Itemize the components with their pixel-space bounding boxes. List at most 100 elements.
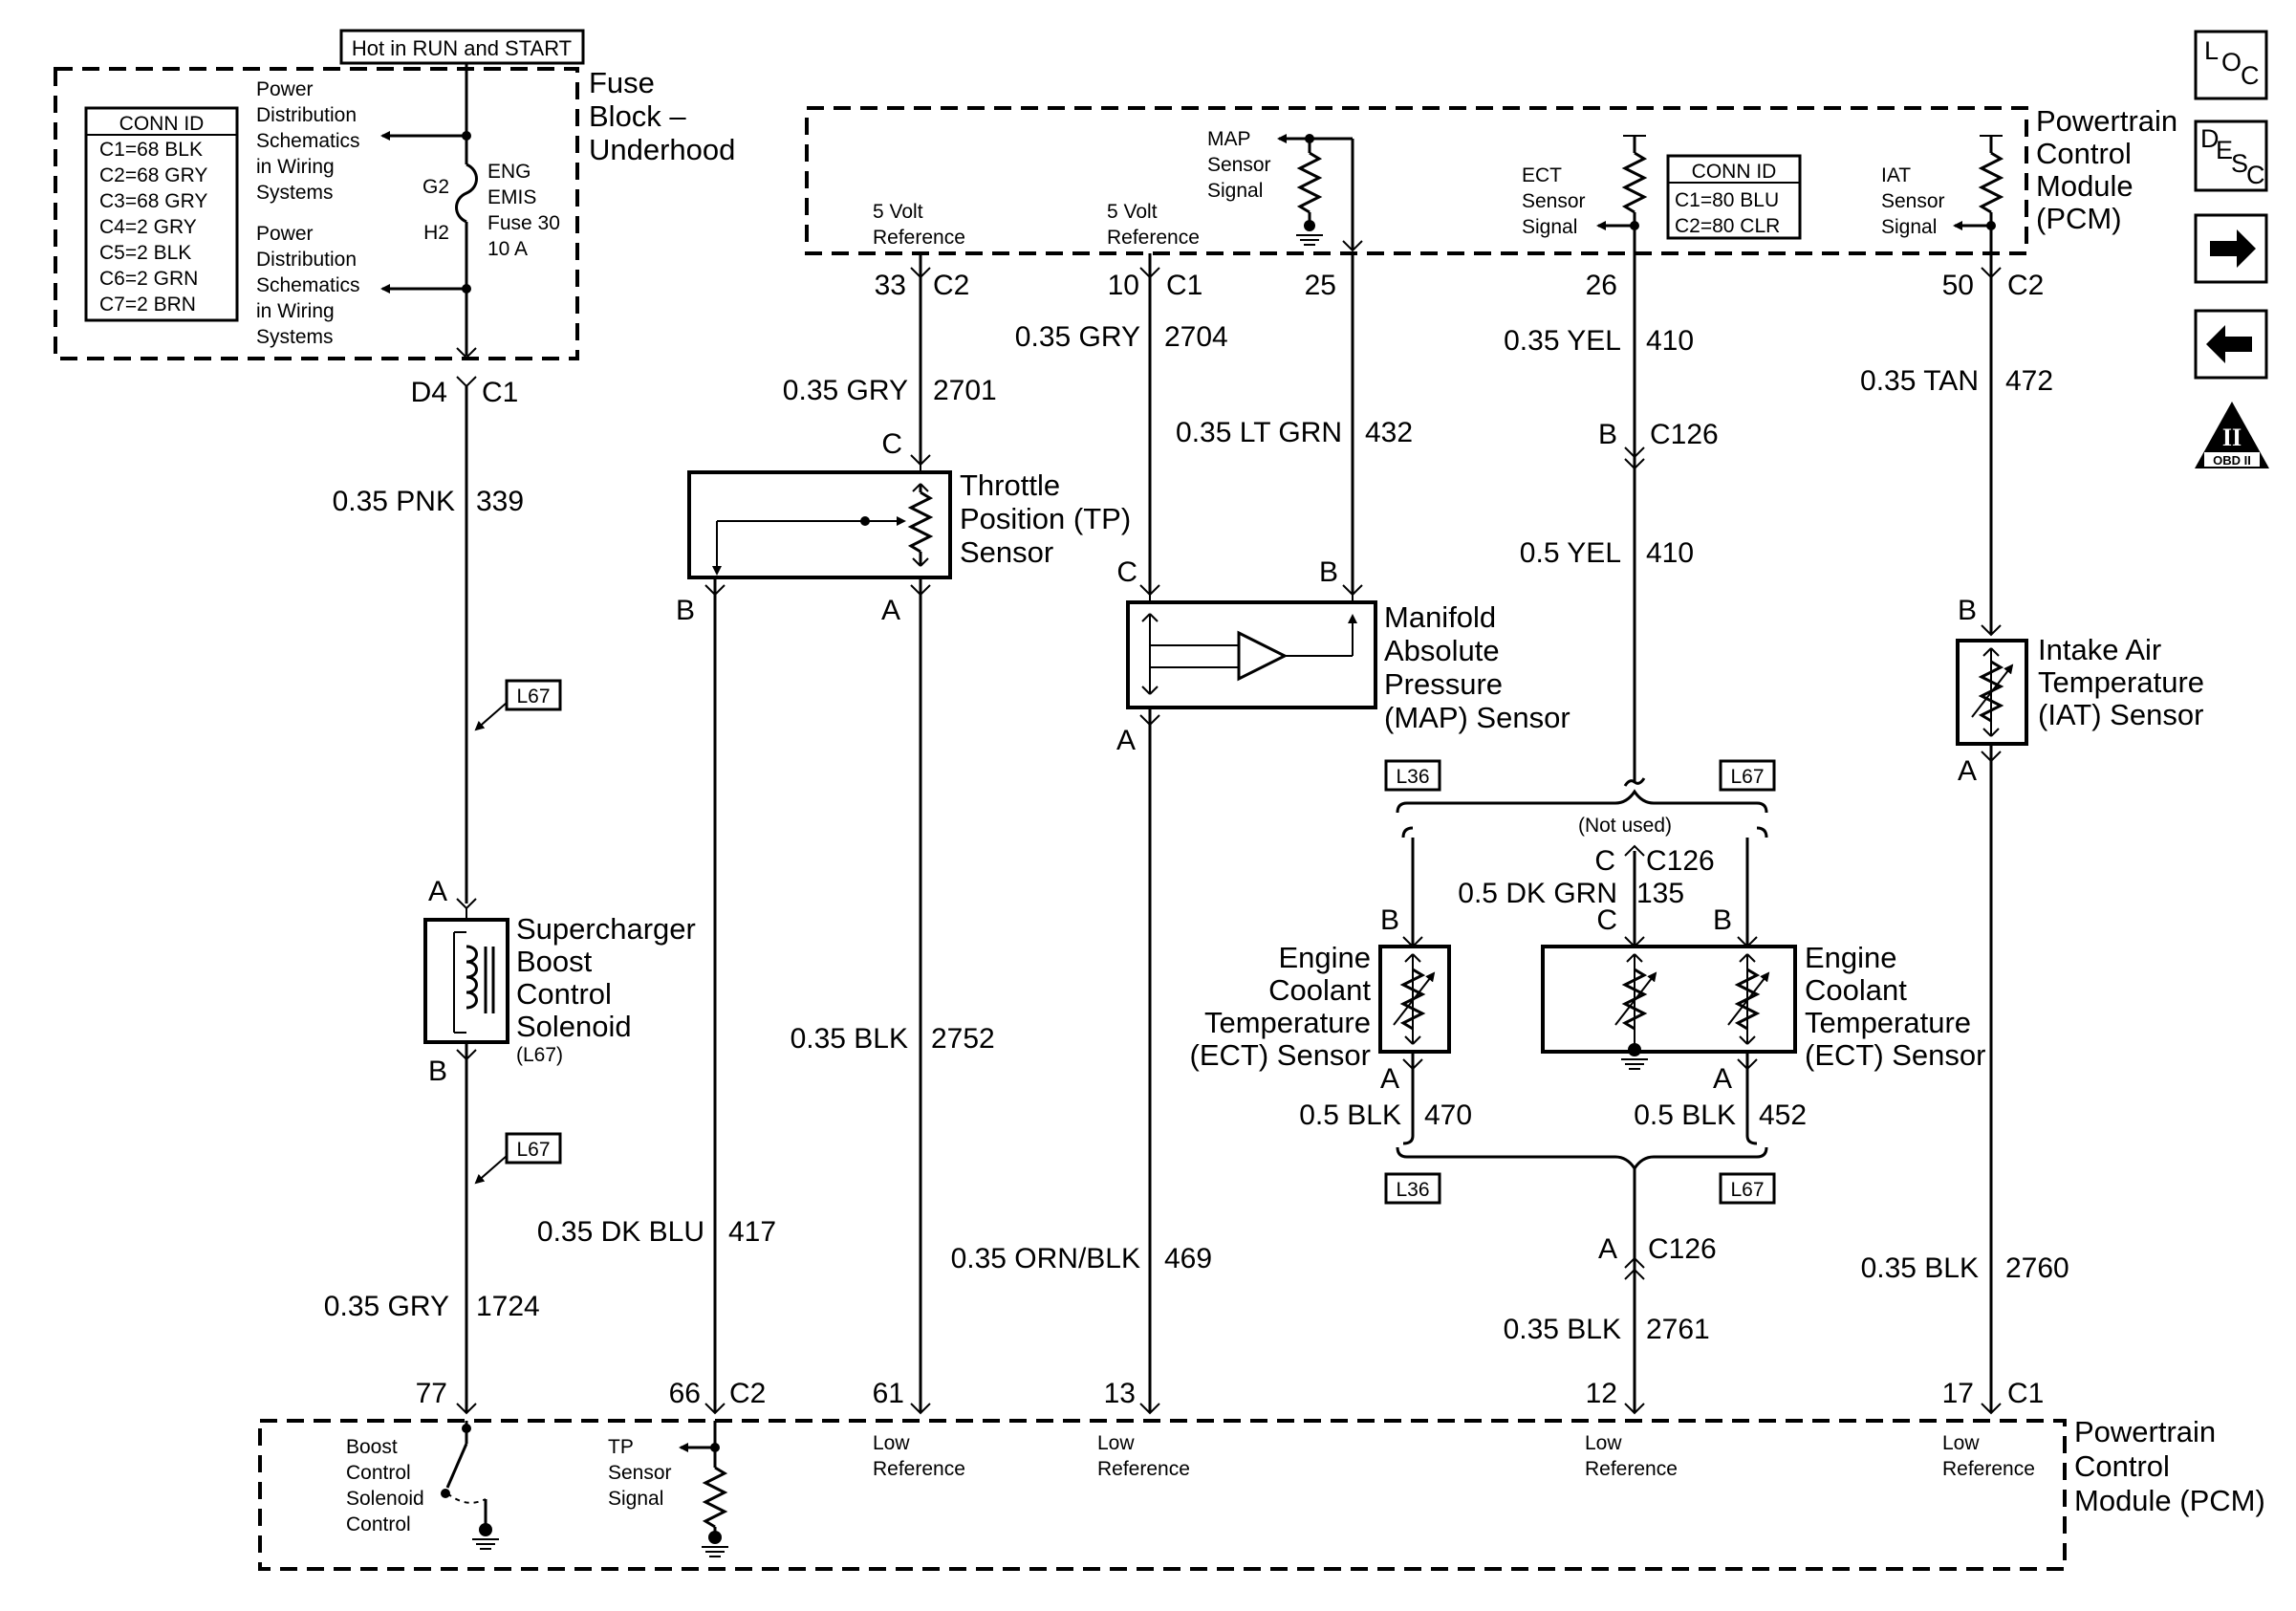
fuse-conn-id-table	[84, 106, 239, 322]
svg-text:ENG: ENG	[487, 161, 531, 183]
loc-icon-l: L	[2204, 36, 2219, 65]
svg-text:Sensor: Sensor	[1881, 190, 1945, 212]
wire-135-circuit: 135	[1636, 878, 1684, 909]
hot-label: Hot in RUN and START	[352, 36, 572, 60]
solenoid-label: Supercharger Boost Control Solenoid (L67…	[516, 912, 696, 1066]
svg-text:Boost: Boost	[516, 945, 593, 978]
wire-2761-circuit: 2761	[1646, 1314, 1710, 1345]
wire-1724-color: 0.35 GRY	[324, 1291, 449, 1322]
wire-410a-color: 0.35 YEL	[1504, 325, 1621, 357]
wire-472-color: 0.35 TAN	[1860, 365, 1979, 397]
svg-text:TP: TP	[608, 1436, 634, 1458]
option-l67-label-top: L67	[1730, 766, 1764, 788]
ect-right-pin-c: C	[1596, 904, 1617, 936]
desc-icon-e: E	[2216, 136, 2233, 164]
tp-pin-c: C	[881, 428, 902, 460]
ect-sensor-right	[1541, 945, 1797, 1054]
previous-page-button[interactable]	[2194, 309, 2268, 380]
svg-text:Control: Control	[516, 977, 612, 1011]
c126-pin-a: A	[1598, 1233, 1617, 1265]
svg-text:Fuse 30: Fuse 30	[487, 212, 560, 234]
pcm-pin-66: 66	[669, 1378, 701, 1409]
map-pin-b: B	[1319, 556, 1338, 588]
ect-right-pin-b: B	[1713, 904, 1732, 936]
pcm-pin-10: 10	[1108, 270, 1139, 301]
c126-pin-b: B	[1598, 419, 1617, 450]
svg-text:EMIS: EMIS	[487, 186, 536, 208]
svg-text:(L67): (L67)	[516, 1044, 563, 1066]
svg-text:Reference: Reference	[1585, 1458, 1678, 1480]
svg-text:Fuse: Fuse	[589, 66, 655, 99]
pcm-pin-12: 12	[1586, 1378, 1617, 1409]
wire-410a-circuit: 410	[1646, 325, 1694, 357]
option-l36-label-bottom: L36	[1396, 1179, 1429, 1201]
obd-ii-label: OBD II	[2213, 453, 2251, 468]
eng-emis-fuse	[455, 163, 478, 224]
option-bracket-bottom	[1396, 1146, 1768, 1171]
svg-text:Solenoid: Solenoid	[516, 1010, 632, 1043]
svg-text:Control: Control	[346, 1513, 411, 1535]
svg-text:Low: Low	[1585, 1432, 1622, 1454]
svg-text:Control: Control	[346, 1462, 411, 1484]
c126-name-b: C126	[1650, 419, 1719, 450]
option-bracket-top	[1396, 789, 1768, 814]
wire-452-circuit: 452	[1759, 1099, 1807, 1131]
fuse-label: ENG EMIS Fuse 30 10 A	[487, 161, 560, 260]
pcm-conn-id-table	[1666, 154, 1802, 240]
wire-2761-color: 0.35 BLK	[1504, 1314, 1621, 1345]
svg-text:Module: Module	[2036, 169, 2134, 203]
pcm-conn-c2-left: C2	[933, 270, 969, 301]
obd-ii-button[interactable]: II OBD II	[2195, 402, 2269, 468]
wire-470-color: 0.5 BLK	[1299, 1099, 1401, 1131]
pcm-bottom-outline	[258, 1419, 2067, 1571]
svg-text:Systems: Systems	[256, 182, 334, 204]
svg-text:Sensor: Sensor	[960, 535, 1053, 569]
svg-text:Reference: Reference	[1097, 1458, 1190, 1480]
wire-135-color: 0.5 DK GRN	[1458, 878, 1617, 909]
pcm-ect-signal: ECT Sensor Signal	[1522, 164, 1586, 238]
wire-469-color: 0.35 ORN/BLK	[951, 1243, 1140, 1274]
pcm-pin-77: 77	[416, 1378, 447, 1409]
svg-text:Boost: Boost	[346, 1436, 398, 1458]
svg-text:Position (TP): Position (TP)	[960, 502, 1131, 535]
fuse-block-outline	[54, 67, 579, 360]
next-page-button[interactable]	[2194, 213, 2268, 284]
pcm-5v-ref-1: 5 Volt Reference	[873, 201, 965, 249]
svg-text:Systems: Systems	[256, 326, 334, 348]
wire-417-circuit: 417	[728, 1216, 776, 1248]
wire-410b-color: 0.5 YEL	[1520, 537, 1621, 569]
svg-text:Low: Low	[1942, 1432, 1980, 1454]
fuse-conn-id-rows: C1=68 BLK C2=68 GRY C3=68 GRY C4=2 GRY C…	[99, 139, 207, 316]
loc-icon-c: C	[2241, 61, 2260, 90]
svg-text:(ECT) Sensor: (ECT) Sensor	[1190, 1038, 1371, 1072]
wire-2701-circuit: 2701	[933, 375, 997, 406]
svg-text:Temperature: Temperature	[1805, 1006, 1971, 1039]
arrow-right-icon	[2210, 229, 2256, 268]
tp-pin-b: B	[676, 595, 695, 626]
loc-button[interactable]: L O C	[2194, 30, 2268, 100]
svg-text:Signal: Signal	[1522, 216, 1577, 238]
loc-icon-o: O	[2221, 48, 2242, 76]
desc-button[interactable]: D E S C	[2194, 120, 2268, 192]
map-pin-a: A	[1116, 725, 1136, 756]
pcm-conn-c2-bottom: C2	[729, 1378, 766, 1409]
map-sensor-label: Manifold Absolute Pressure (MAP) Sensor	[1384, 600, 1570, 734]
wire-2760-color: 0.35 BLK	[1861, 1252, 1979, 1284]
svg-text:Sensor: Sensor	[1522, 190, 1586, 212]
svg-text:Signal: Signal	[1207, 180, 1263, 202]
fuse-block-title: Fuse Block – Underhood	[589, 66, 735, 166]
pcm-low-ref-13: Low Reference	[1097, 1432, 1190, 1480]
svg-text:Solenoid: Solenoid	[346, 1488, 424, 1510]
option-l36-label-top: L36	[1396, 766, 1429, 788]
svg-text:(ECT) Sensor: (ECT) Sensor	[1805, 1038, 1985, 1072]
wire-2752-color: 0.35 BLK	[791, 1023, 908, 1055]
wire-410b-circuit: 410	[1646, 537, 1694, 569]
arrow-left-icon	[2206, 325, 2252, 363]
option-l67-label-bottom: L67	[1730, 1179, 1764, 1201]
svg-text:Temperature: Temperature	[2038, 665, 2204, 699]
solenoid-pin-a: A	[428, 876, 447, 907]
pcm-map-signal: MAP Sensor Signal	[1207, 128, 1271, 202]
svg-text:C6=2 GRN: C6=2 GRN	[99, 268, 198, 290]
svg-text:Power: Power	[256, 78, 314, 100]
